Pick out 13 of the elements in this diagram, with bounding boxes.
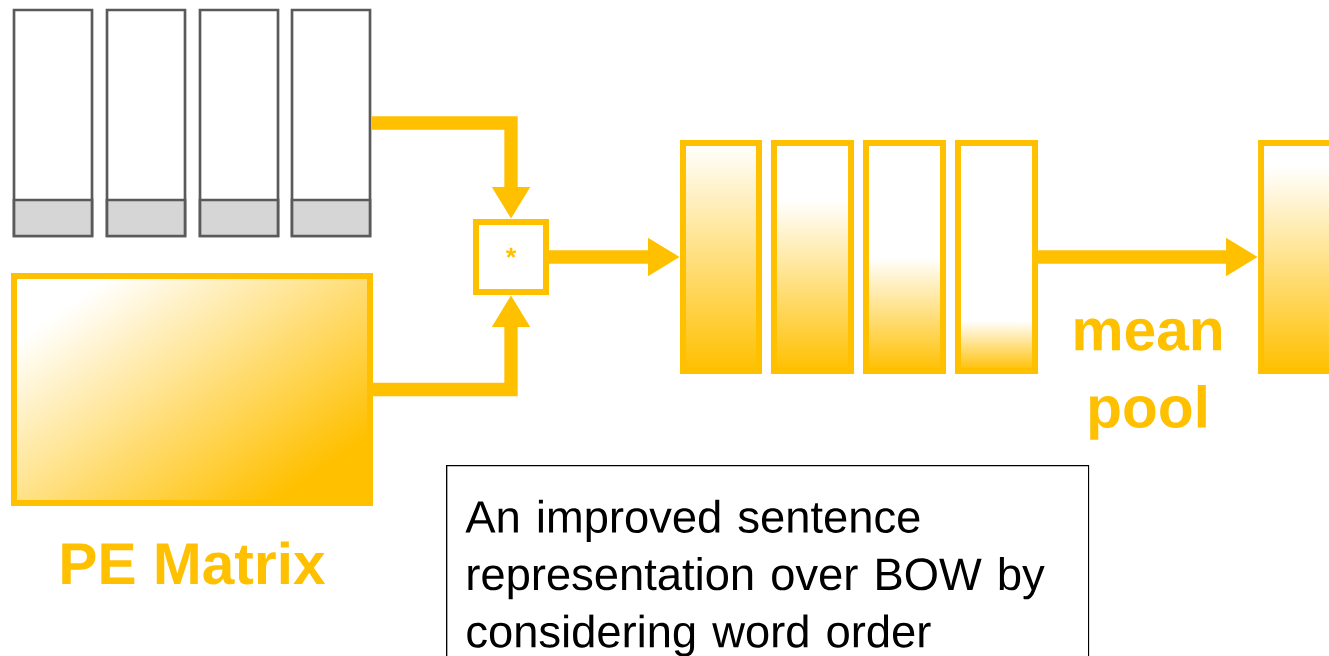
note-box: An improved sentence representation over BOW by considering word order	[446, 465, 1090, 656]
vector-column	[105, 8, 187, 238]
edge-label: mean pool	[1075, 318, 1221, 440]
matrix-label: PE Matrix	[62, 541, 326, 585]
operator-box: *	[473, 219, 549, 295]
vector-column	[954, 140, 1039, 374]
vector-column	[862, 140, 947, 374]
vector-column	[770, 140, 855, 374]
vector-column	[290, 8, 372, 238]
vector-column	[680, 140, 762, 374]
vector-column	[1258, 140, 1329, 374]
vector-column	[12, 8, 94, 238]
vector-column	[198, 8, 280, 238]
